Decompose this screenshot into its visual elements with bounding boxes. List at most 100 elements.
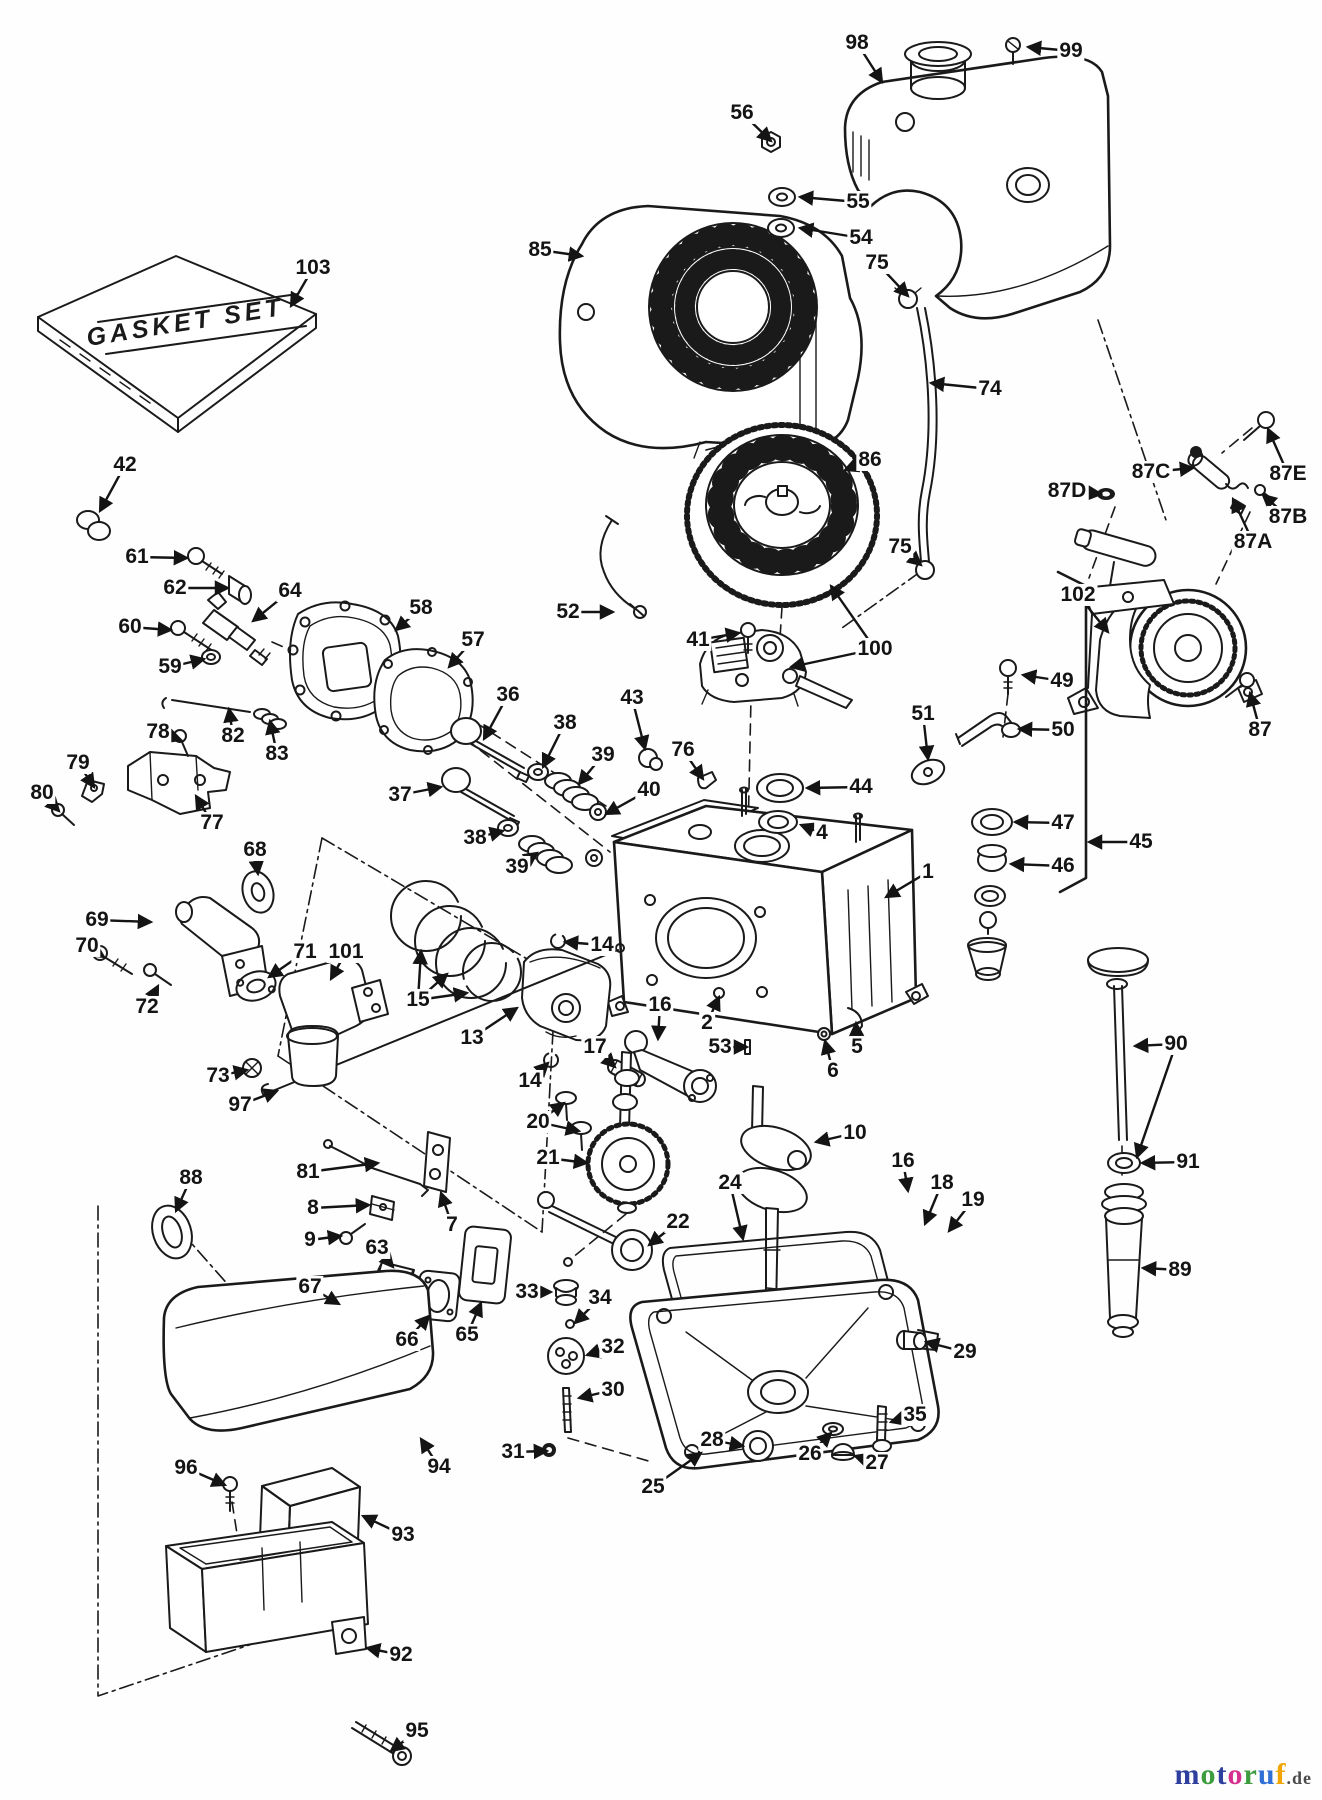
part-label-33: 33 bbox=[513, 1279, 541, 1304]
part-label-2: 2 bbox=[699, 1010, 715, 1035]
part-label-75: 75 bbox=[863, 250, 891, 275]
part-label-16: 16 bbox=[646, 992, 674, 1017]
part-label-76: 76 bbox=[669, 737, 697, 762]
part-label-68: 68 bbox=[241, 837, 269, 862]
part-label-58: 58 bbox=[407, 595, 435, 620]
part-label-102: 102 bbox=[1058, 582, 1098, 607]
washers-55-54 bbox=[767, 187, 796, 238]
watermark-letter: o bbox=[1200, 1758, 1217, 1791]
part-label-87: 87 bbox=[1246, 717, 1274, 742]
part-label-46: 46 bbox=[1049, 853, 1077, 878]
part-label-4: 4 bbox=[814, 820, 830, 845]
part-label-28: 28 bbox=[698, 1427, 726, 1452]
part-label-32: 32 bbox=[599, 1334, 627, 1359]
part-label-59: 59 bbox=[156, 654, 184, 679]
watermark-letter: u bbox=[1257, 1758, 1276, 1791]
part-label-86: 86 bbox=[856, 447, 884, 472]
part-label-45: 45 bbox=[1127, 829, 1155, 854]
part-label-95: 95 bbox=[403, 1718, 431, 1743]
watermark-letter: .de bbox=[1286, 1768, 1312, 1788]
leader-90 bbox=[1133, 1043, 1178, 1160]
part-label-19: 19 bbox=[959, 1187, 987, 1212]
part-label-65: 65 bbox=[453, 1322, 481, 1347]
part-label-73: 73 bbox=[204, 1063, 232, 1088]
part-label-39: 39 bbox=[589, 742, 617, 767]
part-label-36: 36 bbox=[494, 682, 522, 707]
part-label-18: 18 bbox=[928, 1170, 956, 1195]
part-label-103: 103 bbox=[293, 255, 333, 280]
part-label-100: 100 bbox=[855, 636, 895, 661]
part-label-66: 66 bbox=[393, 1327, 421, 1352]
part-label-1: 1 bbox=[920, 859, 936, 884]
part-label-14: 14 bbox=[516, 1068, 544, 1093]
part-label-25: 25 bbox=[639, 1474, 667, 1499]
watermark-letter: m bbox=[1174, 1758, 1201, 1791]
part-label-40: 40 bbox=[635, 777, 663, 802]
part-label-92: 92 bbox=[387, 1642, 415, 1667]
magneto-assembly bbox=[699, 622, 853, 709]
part-label-82: 82 bbox=[219, 723, 247, 748]
part-label-57: 57 bbox=[459, 627, 487, 652]
part-label-13: 13 bbox=[458, 1025, 486, 1050]
part-label-26: 26 bbox=[796, 1441, 824, 1466]
part-label-55: 55 bbox=[844, 189, 872, 214]
part-label-96: 96 bbox=[172, 1455, 200, 1480]
part-label-69: 69 bbox=[83, 907, 111, 932]
part-label-20: 20 bbox=[524, 1109, 552, 1134]
part-label-98: 98 bbox=[843, 30, 871, 55]
gasket-set-plate: GASKET SET bbox=[37, 255, 317, 433]
part-label-75: 75 bbox=[886, 534, 914, 559]
part-label-30: 30 bbox=[599, 1377, 627, 1402]
part-label-27: 27 bbox=[863, 1450, 891, 1475]
watermark: motoruf.de bbox=[1174, 1758, 1312, 1792]
part-label-83: 83 bbox=[263, 741, 291, 766]
part-label-14: 14 bbox=[588, 932, 616, 957]
part-label-8: 8 bbox=[305, 1195, 321, 1220]
camshaft-group bbox=[555, 1051, 671, 1214]
ground-wire bbox=[599, 515, 647, 619]
part-label-87A: 87A bbox=[1231, 529, 1275, 554]
part-label-29: 29 bbox=[951, 1339, 979, 1364]
part-label-9: 9 bbox=[302, 1227, 318, 1252]
part-label-87E: 87E bbox=[1267, 461, 1309, 486]
part-label-91: 91 bbox=[1174, 1149, 1202, 1174]
part-label-72: 72 bbox=[133, 994, 161, 1019]
part-label-79: 79 bbox=[64, 750, 92, 775]
part-label-71: 71 bbox=[291, 939, 319, 964]
part-label-50: 50 bbox=[1049, 717, 1077, 742]
recoil-starter bbox=[1067, 411, 1275, 719]
part-label-22: 22 bbox=[664, 1209, 692, 1234]
oil-pan bbox=[629, 1278, 940, 1470]
part-label-38: 38 bbox=[461, 825, 489, 850]
part-label-34: 34 bbox=[586, 1285, 614, 1310]
part-label-87B: 87B bbox=[1266, 504, 1310, 529]
part-label-70: 70 bbox=[73, 933, 101, 958]
part-label-15: 15 bbox=[404, 987, 432, 1012]
part-label-17: 17 bbox=[581, 1034, 609, 1059]
part-label-90: 90 bbox=[1162, 1031, 1190, 1056]
part-label-10: 10 bbox=[841, 1120, 869, 1145]
watermark-letter: r bbox=[1243, 1758, 1258, 1791]
piston-group bbox=[390, 880, 863, 1103]
part-label-89: 89 bbox=[1166, 1257, 1194, 1282]
flywheel bbox=[684, 422, 880, 608]
part-label-87D: 87D bbox=[1045, 478, 1089, 503]
part-label-97: 97 bbox=[226, 1092, 254, 1117]
part-label-42: 42 bbox=[111, 452, 139, 477]
part-label-6: 6 bbox=[825, 1058, 841, 1083]
part-label-63: 63 bbox=[363, 1235, 391, 1260]
part-label-88: 88 bbox=[177, 1165, 205, 1190]
carburetor-group bbox=[92, 870, 389, 1087]
part-label-99: 99 bbox=[1057, 38, 1085, 63]
part-label-52: 52 bbox=[554, 599, 582, 624]
part-label-56: 56 bbox=[728, 100, 756, 125]
part-label-62: 62 bbox=[161, 575, 189, 600]
part-label-7: 7 bbox=[444, 1212, 460, 1237]
part-label-87C: 87C bbox=[1129, 459, 1173, 484]
part-label-101: 101 bbox=[326, 939, 366, 964]
part-label-31: 31 bbox=[499, 1439, 527, 1464]
part-label-21: 21 bbox=[534, 1145, 562, 1170]
part-label-43: 43 bbox=[618, 685, 646, 710]
